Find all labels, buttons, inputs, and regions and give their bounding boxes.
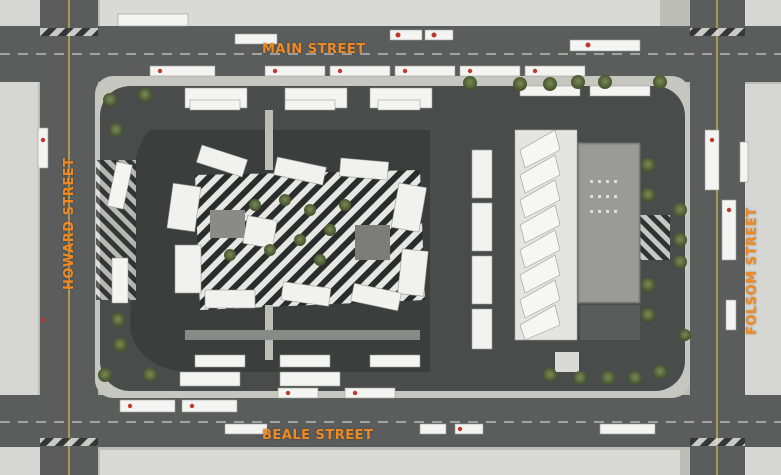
trees [98,75,691,385]
walkway-north [265,110,273,170]
bus-row-main [117,13,641,77]
folsom-street-label: FOLSOM STREET [745,207,760,335]
main-street-label: MAIN STREET [262,42,366,57]
terminal-building [555,142,641,372]
bus-row-sides [37,127,749,331]
howard-street-label: HOWARD STREET [62,157,77,290]
bus-row-south-bays [119,354,656,435]
beale-street-label: BEALE STREET [262,428,374,443]
central-bus-canopy [166,144,429,312]
sawtooth-bus-bays [471,129,578,350]
bus-markings [40,32,732,432]
